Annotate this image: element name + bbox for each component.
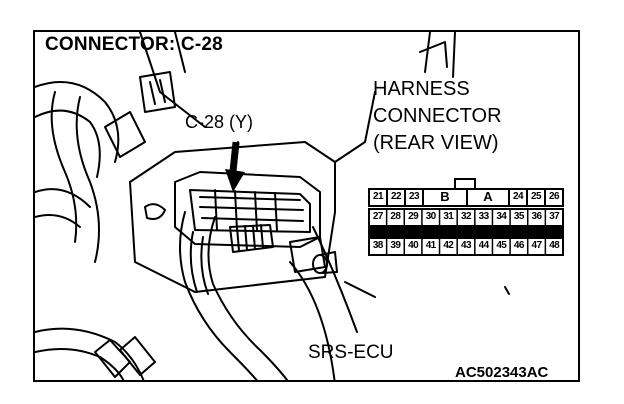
pin-label: 24	[513, 191, 524, 202]
pin-label: B	[440, 189, 450, 204]
pin-label: A	[483, 189, 493, 204]
harness-connector-label: HARNESS CONNECTOR (REAR VIEW)	[373, 76, 502, 157]
pin-label: 29	[408, 211, 419, 222]
harness-label-line-2: CONNECTOR	[373, 105, 502, 127]
pin-label: 48	[549, 240, 560, 251]
pin-label: 25	[531, 191, 542, 202]
pin-label: 43	[461, 240, 472, 251]
pin-label: 30	[425, 211, 437, 222]
pin-label: 47	[531, 240, 543, 251]
pin-label: 21	[373, 191, 384, 202]
pin-label: 41	[425, 240, 437, 251]
pin-label: 28	[390, 211, 401, 222]
pin-label: 22	[391, 191, 402, 202]
pin-label: 27	[372, 211, 384, 222]
pin-label: 33	[478, 211, 490, 222]
pin-label: 44	[478, 240, 490, 251]
pin-label: 35	[513, 211, 525, 222]
pin-label: 45	[496, 240, 507, 251]
diagram-frame: CONNECTOR: C-28 C-28 (Y) HARNESS CONNECT…	[33, 30, 580, 382]
pin-label: 26	[549, 191, 560, 202]
pin-label: 32	[461, 211, 472, 222]
pin-label: 46	[513, 240, 525, 251]
figure-code: AC502343AC	[455, 364, 549, 381]
pin-label: 31	[443, 211, 454, 222]
pin-label: 36	[531, 211, 543, 222]
pin-label: 34	[496, 211, 507, 222]
harness-label-line-3: (REAR VIEW)	[373, 132, 499, 154]
connector-callout-label: C-28 (Y)	[185, 112, 254, 132]
pin-label: 39	[390, 240, 401, 251]
pin-label: 38	[372, 240, 384, 251]
engine-bay-illustration	[35, 32, 564, 380]
pin-label: 40	[408, 240, 419, 251]
pin-label: 37	[549, 211, 560, 222]
page-title: CONNECTOR: C-28	[45, 34, 223, 55]
pin-label: 23	[409, 191, 420, 202]
pin-label: 42	[443, 240, 454, 251]
srs-ecu-label: SRS-ECU	[308, 342, 394, 363]
harness-label-line-1: HARNESS	[373, 78, 470, 100]
